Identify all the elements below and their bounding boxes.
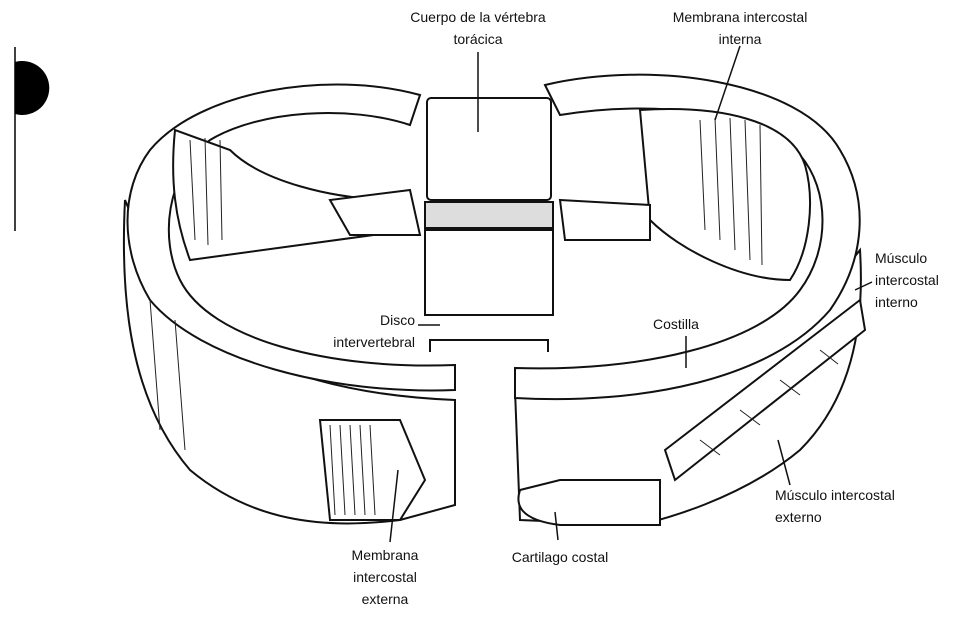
label-cartilage: Cartilago costal [511, 549, 609, 565]
label-line: Músculo [875, 250, 928, 266]
label-external-membrane: Membrana intercostal externa [320, 544, 450, 610]
label-external-muscle: Músculo intercostal externo [775, 484, 895, 528]
label-line: interna [718, 31, 762, 47]
label-vertebra: Cuerpo de la vértebra torácica [368, 6, 588, 50]
left-hatching [149, 137, 376, 516]
label-line: Músculo intercostal [775, 487, 895, 503]
label-line: intercostal [353, 569, 417, 585]
label-line: Membrana [351, 547, 419, 563]
label-line: torácica [453, 31, 503, 47]
leader-lines [389, 45, 873, 543]
label-rib: Costilla [653, 316, 699, 332]
vertebra [424, 97, 554, 352]
label-line: externo [775, 509, 822, 525]
label-line: intervertebral [333, 334, 415, 350]
label-internal-muscle: Músculo intercostal interno [875, 247, 939, 313]
label-line: Disco [379, 312, 415, 328]
label-disc: Disco intervertebral [290, 309, 415, 353]
label-line: Membrana intercostal [672, 9, 808, 25]
margin-bullet-circle [15, 61, 50, 115]
right-hatching [699, 117, 839, 456]
right-rib-half [513, 73, 867, 527]
left-rib-half [122, 83, 456, 525]
label-line: Cuerpo de la vértebra [410, 9, 546, 25]
label-line: interno [875, 294, 918, 310]
label-internal-membrane: Membrana intercostal interna [640, 6, 840, 50]
label-line: externa [361, 591, 409, 607]
label-line: intercostal [875, 272, 939, 288]
